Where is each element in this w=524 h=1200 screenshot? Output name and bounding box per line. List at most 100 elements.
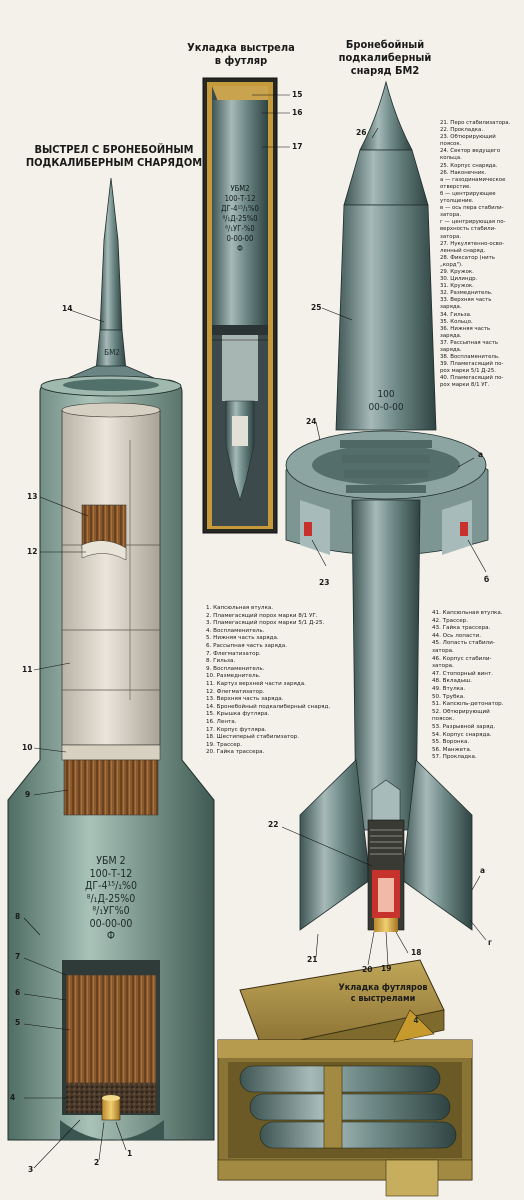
- legend-item: 3. Пламегасящий порох марки 5/1 Д-25.: [206, 620, 325, 627]
- legend-item: 43. Гайка трассера.: [432, 625, 491, 632]
- legend-item: 46. Корпус стабили-: [432, 655, 492, 662]
- legend-item: 12. Флегматизатор.: [206, 688, 265, 695]
- projectile-drawing: [281, 80, 489, 966]
- legend-item: 30. Цилиндр.: [440, 276, 478, 283]
- callout-8: 8: [15, 912, 21, 921]
- legend-item: 33. Верхняя часть: [440, 297, 492, 304]
- legend-item: 27. Нукулятенно-осво-: [440, 240, 505, 247]
- callout-5: 5: [15, 1018, 21, 1027]
- legend-item: 42. Трассер.: [432, 617, 468, 624]
- legend-item: 39. Пламегасящий по-: [440, 361, 504, 368]
- callout-9: 9: [25, 790, 31, 799]
- legend-item: заряда.: [440, 332, 462, 339]
- legend-item: 28. Фиксатор (нить: [440, 254, 495, 261]
- legend-item: 23. Обтюрирующий: [440, 134, 496, 141]
- callout-16: 16: [292, 108, 303, 117]
- legend-item: 1. Капсюльная втулка.: [206, 605, 274, 611]
- legend-item: 52. Обтюрирующий: [432, 708, 490, 715]
- legend-item: 7. Флегматизатор.: [206, 650, 261, 657]
- legend-item: 19. Трассер.: [206, 741, 242, 748]
- callout-15: 15: [292, 90, 303, 99]
- legend-item: 53. Разрывной заряд.: [432, 723, 496, 730]
- legend-item: затора.: [440, 212, 462, 219]
- title-box-packing: Укладка футляров с выстрелами: [338, 983, 428, 1004]
- legend-item: 48. Вкладыш.: [432, 678, 473, 685]
- legend-item: верхность стабили-: [440, 226, 497, 233]
- legend-item: 18. Шестиперый стабилизатор.: [206, 734, 300, 741]
- legend-item: 55. Воронка.: [432, 739, 470, 746]
- legend-item: 6. Рассыпная часть заряда.: [206, 642, 287, 649]
- legend-item: в — ось пера стабили-: [440, 205, 504, 212]
- legend-item: ленный снаряд.: [440, 247, 486, 254]
- callout-3: 3: [28, 1165, 34, 1174]
- legend-item: 2. Пламегасящий порох марки 8/1 УГ.: [206, 612, 318, 619]
- legend-item: а — газодинамическое: [440, 176, 506, 183]
- round-body-marking: УБМ 2 100-Т-12 ДГ-4¹⁵/₁%0 ⁸/₁Д-25%0 ⁸/₁У…: [84, 855, 138, 942]
- legend-item: утолщение.: [440, 198, 474, 205]
- callout-18: 18: [411, 948, 422, 957]
- legend-item: поясок.: [432, 716, 455, 723]
- title-projectile: Бронебойный подкалиберный снаряд БМ2: [338, 38, 432, 77]
- legend-item: 31. Кружок.: [440, 283, 474, 290]
- callout-12: 12: [27, 547, 38, 556]
- callout-22: 22: [268, 820, 279, 829]
- callout-20: 20: [362, 965, 373, 974]
- legend-item: 9. Воспламенитель.: [206, 665, 265, 672]
- legend-item: 4. Воспламенитель.: [206, 627, 265, 634]
- legend-item: кольца.: [440, 155, 462, 162]
- callout-14: 14: [62, 304, 73, 313]
- legend-item: 15. Крышка футляра.: [206, 711, 270, 718]
- legend-item: 13. Верхняя часть заряда.: [206, 696, 284, 703]
- legend-item: 25. Корпус снаряда.: [440, 162, 498, 169]
- legend-item: 14. Бронебойный подкалиберный снаряд.: [206, 703, 331, 710]
- legend-item: 11. Картуз верхней части заряда.: [206, 680, 306, 687]
- legend-item: 29. Кружок.: [440, 268, 474, 275]
- legend-item: 47. Стопорный винт.: [432, 670, 494, 677]
- legend-item: поясок.: [440, 141, 462, 148]
- legend-item: 36. Нижняя часть: [440, 325, 491, 332]
- legend-item: рох марки 8/1 УГ.: [440, 382, 490, 389]
- legend-item: 16. Лента.: [206, 718, 237, 725]
- legend-item: 41. Капсюльная втулка.: [432, 610, 503, 616]
- callout-24: 24: [306, 417, 317, 426]
- legend-item: затора.: [432, 663, 454, 670]
- callout-23: 23: [319, 578, 330, 587]
- legend-item: 45. Лопасть стабили-: [432, 640, 495, 647]
- callout-7: 7: [15, 952, 21, 961]
- legend-item: 20. Гайка трассера.: [206, 749, 265, 756]
- callout-21: 21: [307, 955, 318, 964]
- case-packing-drawing: [202, 77, 290, 534]
- callout-1: 1: [127, 1149, 133, 1158]
- legend-item: 40. Пламегасящий по-: [440, 375, 504, 382]
- legend-item: 37. Рассыпная часть: [440, 339, 499, 346]
- callout-26: 26: [356, 128, 367, 137]
- case-body-marking: УБМ2 100-Т-12 ДГ-4¹⁵/₁%0 ⁸/₁Д-25%0 ⁸/₁УГ…: [221, 184, 259, 253]
- legend-item: 8. Гильза.: [206, 658, 236, 665]
- legend-item: „корд").: [440, 261, 463, 268]
- legend-item: 57. Прокладка.: [432, 754, 477, 761]
- legend-item: затора.: [440, 233, 462, 240]
- callout-11: 11: [22, 665, 33, 674]
- callout-4: 4: [10, 1093, 16, 1102]
- legend-item: 24. Сектор ведущего: [440, 148, 501, 155]
- callout-17: 17: [292, 142, 303, 151]
- legend-item: 10. Размеднитель.: [206, 673, 261, 680]
- legend-item: 51. Капсюль-детонатор.: [432, 701, 504, 708]
- legend-item: затора.: [432, 647, 454, 654]
- legend-item: 49. Втулка.: [432, 685, 466, 692]
- legend-item: заряда.: [440, 347, 462, 353]
- legend-item: заряда.: [440, 304, 462, 311]
- callout-g: г: [488, 938, 492, 947]
- legend-item: г — центрирующая по-: [440, 219, 506, 226]
- callout-19: 19: [381, 964, 392, 973]
- legend-item: 32. Размеднитель.: [440, 290, 493, 297]
- complete-round-drawing: [7, 177, 215, 1169]
- callout-25: 25: [311, 303, 322, 312]
- legend-item: 44. Ось лопасти.: [432, 632, 482, 639]
- legend-item: 50. Трубка.: [432, 693, 465, 700]
- box-badge-marking: 4: [413, 1016, 419, 1025]
- legend-item: отверстие.: [440, 183, 471, 190]
- legend-item: б — центрирующее: [440, 190, 496, 197]
- legend-top-right: 21. Перо стабилизатора. 22. Прокладка. 2…: [440, 120, 524, 390]
